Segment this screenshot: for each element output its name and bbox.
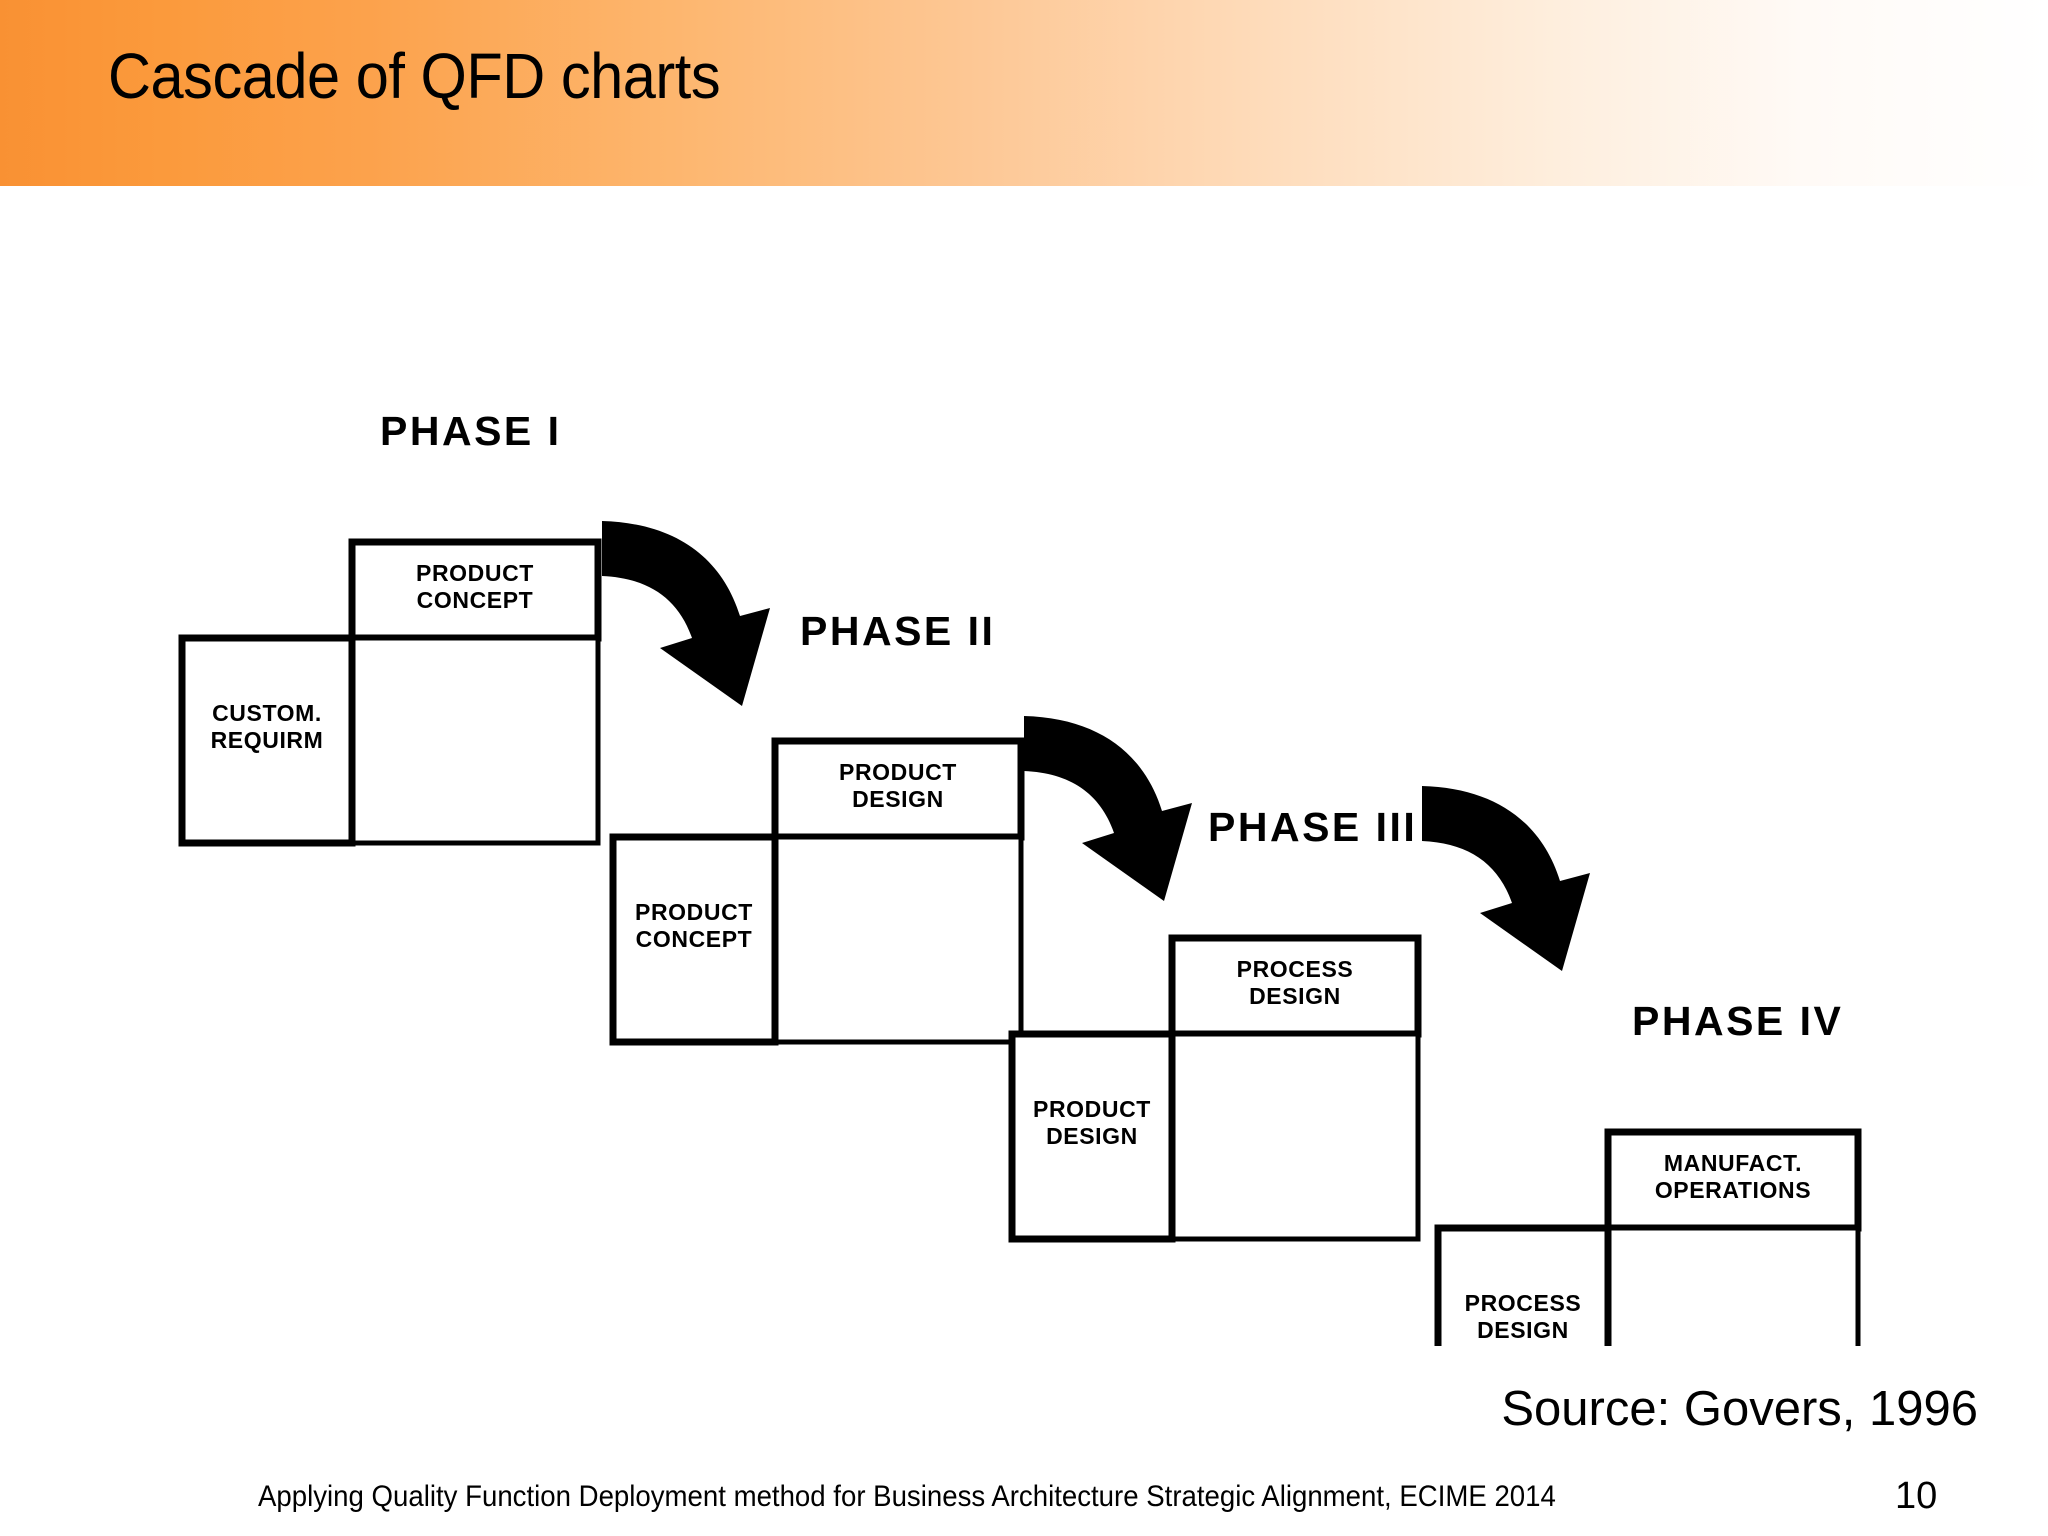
slide-number: 10 xyxy=(1895,1475,1938,1517)
phase-1-house xyxy=(178,538,602,847)
phase-4-left-box-label: PROCESS DESIGN xyxy=(1464,1290,1582,1343)
phase-3-left-box xyxy=(1008,1030,1176,1243)
slide-footer: Applying Quality Function Deployment met… xyxy=(0,1475,2048,1536)
phase-3-left-box-label: PRODUCT DESIGN xyxy=(1033,1096,1151,1149)
arrow-phase3-to-phase4 xyxy=(1422,786,1590,971)
phase-1-left-box xyxy=(178,634,356,847)
phase-2-left-box-label: PRODUCT CONCEPT xyxy=(635,899,753,952)
phase-3-house xyxy=(1008,934,1422,1243)
phase-2-house xyxy=(609,737,1025,1046)
phase-2-matrix-body xyxy=(772,834,1024,1045)
footer-title-text: Applying Quality Function Deployment met… xyxy=(258,1480,1556,1513)
phase-1-top-box-label: PRODUCT CONCEPT xyxy=(416,560,534,613)
page-title: Cascade of QFD charts xyxy=(108,40,721,112)
phase-1-matrix-body xyxy=(349,635,601,846)
phase-4-top-box-label: MANUFACT. OPERATIONS xyxy=(1654,1150,1812,1203)
qfd-cascade-diagram: PHASE I PHASE II PHASE III PHASE IV PROD… xyxy=(0,186,2048,1346)
phase-4-matrix-body xyxy=(1605,1225,1861,1346)
phase-1-label: PHASE I xyxy=(380,408,562,454)
phase-1-left-box-label: CUSTOM. REQUIRM xyxy=(210,700,324,753)
phase-2-left-box xyxy=(609,833,779,1046)
phase-3-matrix-body xyxy=(1169,1031,1421,1242)
phase-3-top-box-label: PROCESS DESIGN xyxy=(1236,956,1354,1009)
phase-3-label: PHASE III xyxy=(1208,804,1418,850)
phase-4-label: PHASE IV xyxy=(1632,998,1844,1044)
arrow-phase2-to-phase3 xyxy=(1024,716,1192,901)
title-band: Cascade of QFD charts xyxy=(0,0,2048,186)
phase-4-left-box xyxy=(1434,1224,1612,1346)
qfd-cascade-svg xyxy=(178,521,1862,1346)
phase-2-top-box-label: PRODUCT DESIGN xyxy=(839,759,957,812)
arrow-phase1-to-phase2 xyxy=(602,521,770,706)
source-attribution: Source: Govers, 1996 xyxy=(1501,1382,1978,1436)
phase-2-label: PHASE II xyxy=(800,608,996,654)
phase-4-top-box xyxy=(1604,1128,1862,1232)
phase-3-top-box xyxy=(1168,934,1422,1038)
phase-4-house xyxy=(1434,1128,1862,1346)
